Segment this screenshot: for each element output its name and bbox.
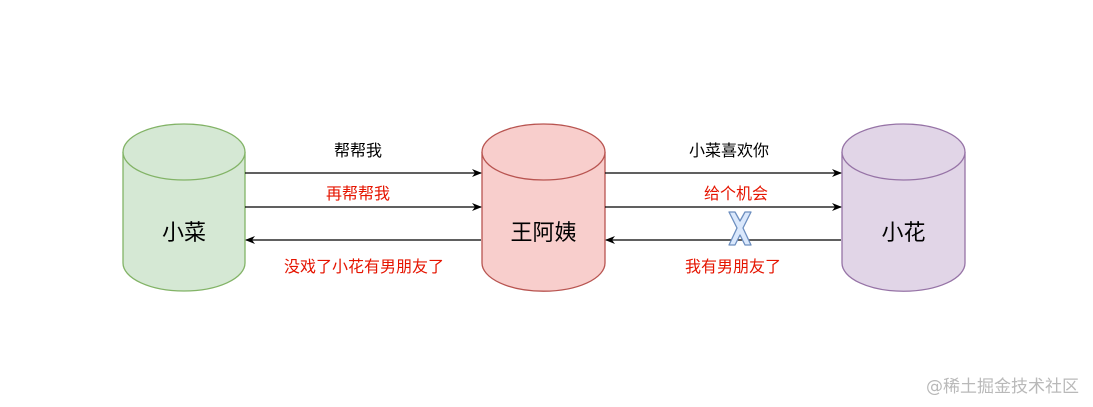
edge-label-help-me: 帮帮我 [334,141,382,160]
node-label-wang-ayi: 王阿姨 [510,221,576,246]
node-xiaohua[interactable]: 小花 [841,123,966,292]
watermark-text: @稀土掘金技术社区 [926,377,1079,397]
edge-label-help-me-again: 再帮帮我 [326,184,390,203]
node-label-xiaocai: 小菜 [162,221,206,246]
cylinder-body [841,152,966,292]
x-mark-icon [728,211,752,246]
cylinder-top [841,123,966,181]
edge-label-has-boyfriend: 我有男朋友了 [685,257,781,276]
cylinder-top [481,123,606,181]
edge-label-likes-you: 小菜喜欢你 [689,141,769,160]
edge-label-give-chance: 给个机会 [704,184,768,203]
cylinder-top [122,123,246,181]
cylinder-body [122,152,246,292]
node-xiaocai[interactable]: 小菜 [122,123,246,292]
edge-label-no-chance: 没戏了小花有男朋友了 [284,257,444,276]
node-wang-ayi[interactable]: 王阿姨 [481,123,606,292]
cylinder-body [481,152,606,292]
node-label-xiaohua: 小花 [881,221,925,246]
